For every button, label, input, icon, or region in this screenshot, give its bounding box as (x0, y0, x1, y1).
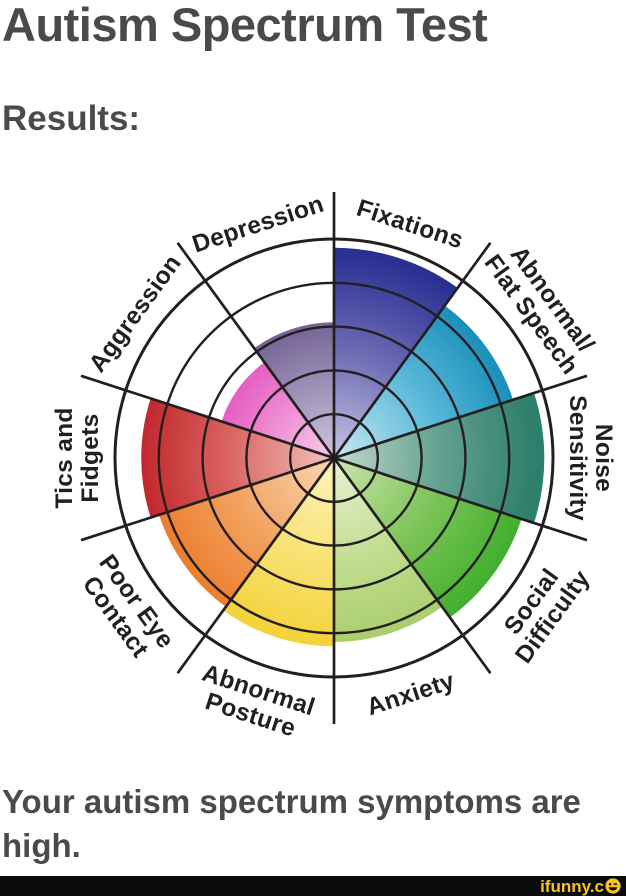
label-social-difficulty: SocialDifficulty (489, 550, 595, 668)
page-title: Autism Spectrum Test (2, 0, 488, 51)
wedge-abnormal-posture (223, 458, 334, 647)
wedge-aggression (221, 362, 334, 458)
label-fixations: Fixations (353, 195, 466, 255)
label-abnormal-flat-speech: Abnormal/Flat Speech (479, 235, 605, 380)
spoke-3 (333, 456, 588, 542)
wedge-poor-eye-contact (159, 458, 334, 607)
label-tics-and-fidgets: Tics andFidgets (54, 407, 104, 508)
watermark-bar: ifunny.c (0, 876, 626, 896)
label-depression: Depression (189, 191, 327, 259)
spoke-6 (176, 457, 336, 674)
spoke-7 (80, 456, 335, 542)
wedge-social-difficulty (334, 458, 522, 618)
label-anxiety: Anxiety (364, 667, 459, 721)
ifunny-brand-text: ifunny.c (540, 876, 604, 896)
label-abnormal-posture: AbnormalPosture (191, 660, 318, 746)
label-poor-eye-contact: Poor EyeContact (72, 550, 179, 669)
spoke-4 (332, 457, 492, 674)
label-aggression: Aggression (84, 250, 187, 377)
spoke-2 (333, 374, 588, 460)
spoke-1 (332, 242, 492, 459)
spoke-9 (176, 242, 336, 459)
wedge-fixations (334, 247, 458, 458)
result-summary-text: Your autism spectrum symptoms are high. (2, 783, 581, 864)
wedge-depression (254, 322, 334, 458)
label-noise-sensitivity: NoiseSensitivity (564, 395, 614, 521)
results-heading: Results: (2, 99, 141, 138)
wedge-noise-sensitivity (334, 393, 545, 523)
wedge-tics-and-fidgets (141, 398, 334, 518)
wedge-anxiety (334, 458, 443, 642)
winking-smiley-icon (605, 878, 621, 894)
spoke-8 (80, 374, 335, 460)
